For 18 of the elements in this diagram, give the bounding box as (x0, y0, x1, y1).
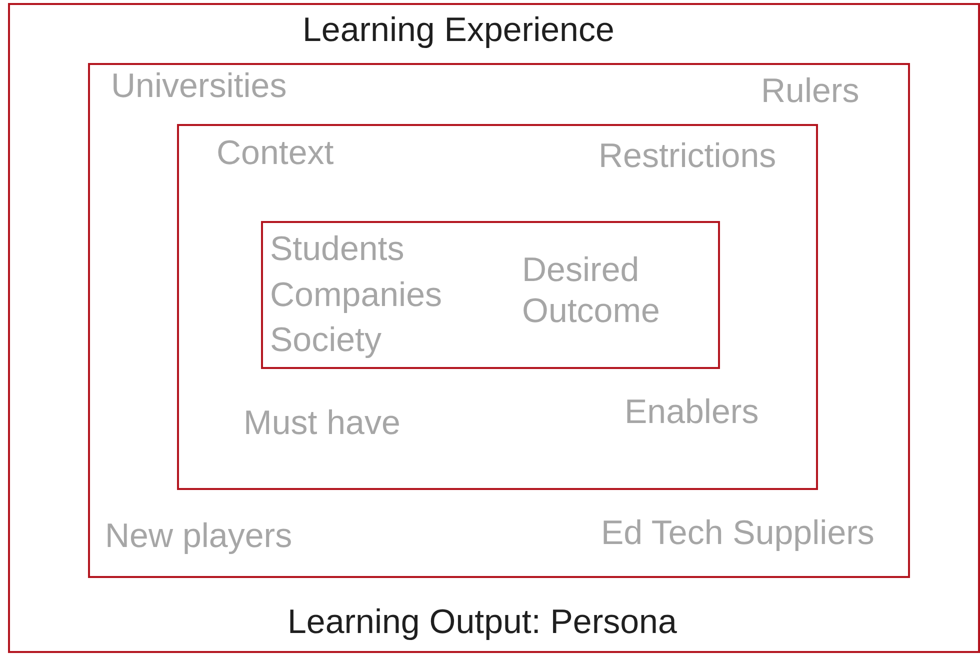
label-text: Companies (270, 275, 442, 316)
context-frame (177, 124, 818, 490)
heading-text: Learning Experience (302, 10, 614, 50)
label-text: Rulers (761, 71, 860, 112)
outer-frame (8, 3, 980, 653)
core-frame (260, 220, 720, 368)
label-text: Ed Tech Suppliers (601, 513, 874, 554)
label-text: Universities (111, 66, 287, 107)
label-text: Desired Outcome (522, 250, 661, 332)
label-text: Context (216, 132, 334, 174)
label-text: Must have (244, 402, 400, 444)
heading-text: Learning Output: Persona (288, 602, 677, 642)
label-text: Enablers (624, 392, 759, 432)
label-text: Restrictions (598, 136, 776, 176)
label-text: Society (270, 320, 382, 361)
label-text: Students (270, 229, 404, 270)
label-text: New players (105, 516, 292, 557)
stakeholder-frame (88, 62, 910, 578)
